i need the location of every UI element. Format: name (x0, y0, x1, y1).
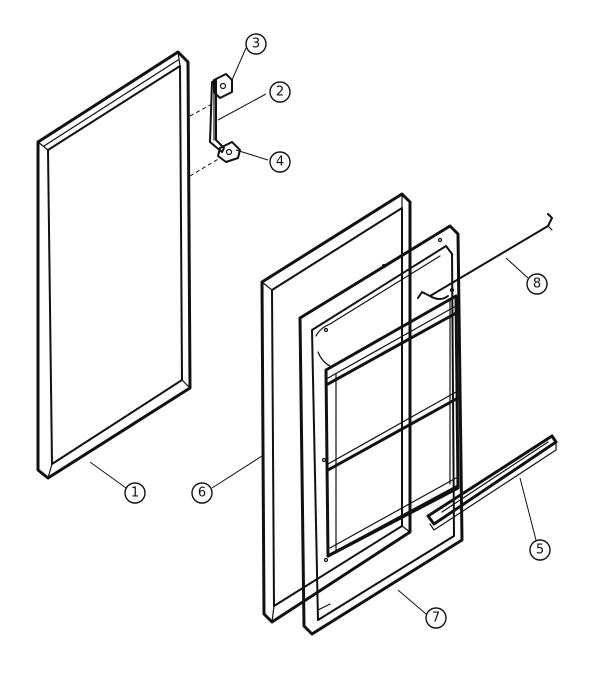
callout-4-label: 4 (276, 155, 284, 170)
door-shelf-compartments (324, 294, 460, 558)
callout-5-label: 5 (536, 543, 544, 558)
callout-6-label: 6 (198, 486, 206, 501)
callout-7-label: 7 (432, 611, 440, 626)
callout-8-label: 8 (533, 277, 541, 292)
leader-5 (519, 477, 537, 541)
leader-6 (211, 455, 263, 489)
callout-1-label: 1 (131, 486, 139, 501)
callout-1: 1 (124, 482, 146, 504)
hinge-top-plate (213, 73, 233, 99)
leader-4 (235, 149, 269, 161)
outer-door-panel (36, 50, 192, 480)
hinge-alignment-line-top (189, 103, 213, 117)
door-gasket (260, 192, 412, 624)
callout-6: 6 (191, 482, 213, 504)
shelf-retainer-bar (417, 213, 553, 300)
callout-5: 5 (529, 539, 551, 561)
hinge-bracket (209, 79, 225, 153)
leader-1 (89, 461, 127, 489)
leader-8 (505, 257, 529, 279)
callout-7: 7 (425, 607, 447, 629)
callout-4: 4 (269, 151, 291, 173)
door-trim-strip (426, 434, 558, 531)
callout-2-label: 2 (276, 85, 284, 100)
leader-7 (397, 589, 427, 615)
callout-3-label: 3 (252, 37, 260, 52)
leader-2 (217, 93, 267, 121)
leader-3 (231, 47, 247, 81)
hinge-bottom-plate (217, 141, 241, 163)
callout-8: 8 (526, 273, 548, 295)
hinge-alignment-line-bottom (189, 157, 221, 177)
callout-2: 2 (269, 81, 291, 103)
callout-3: 3 (245, 33, 267, 55)
inner-door-liner (298, 224, 464, 636)
